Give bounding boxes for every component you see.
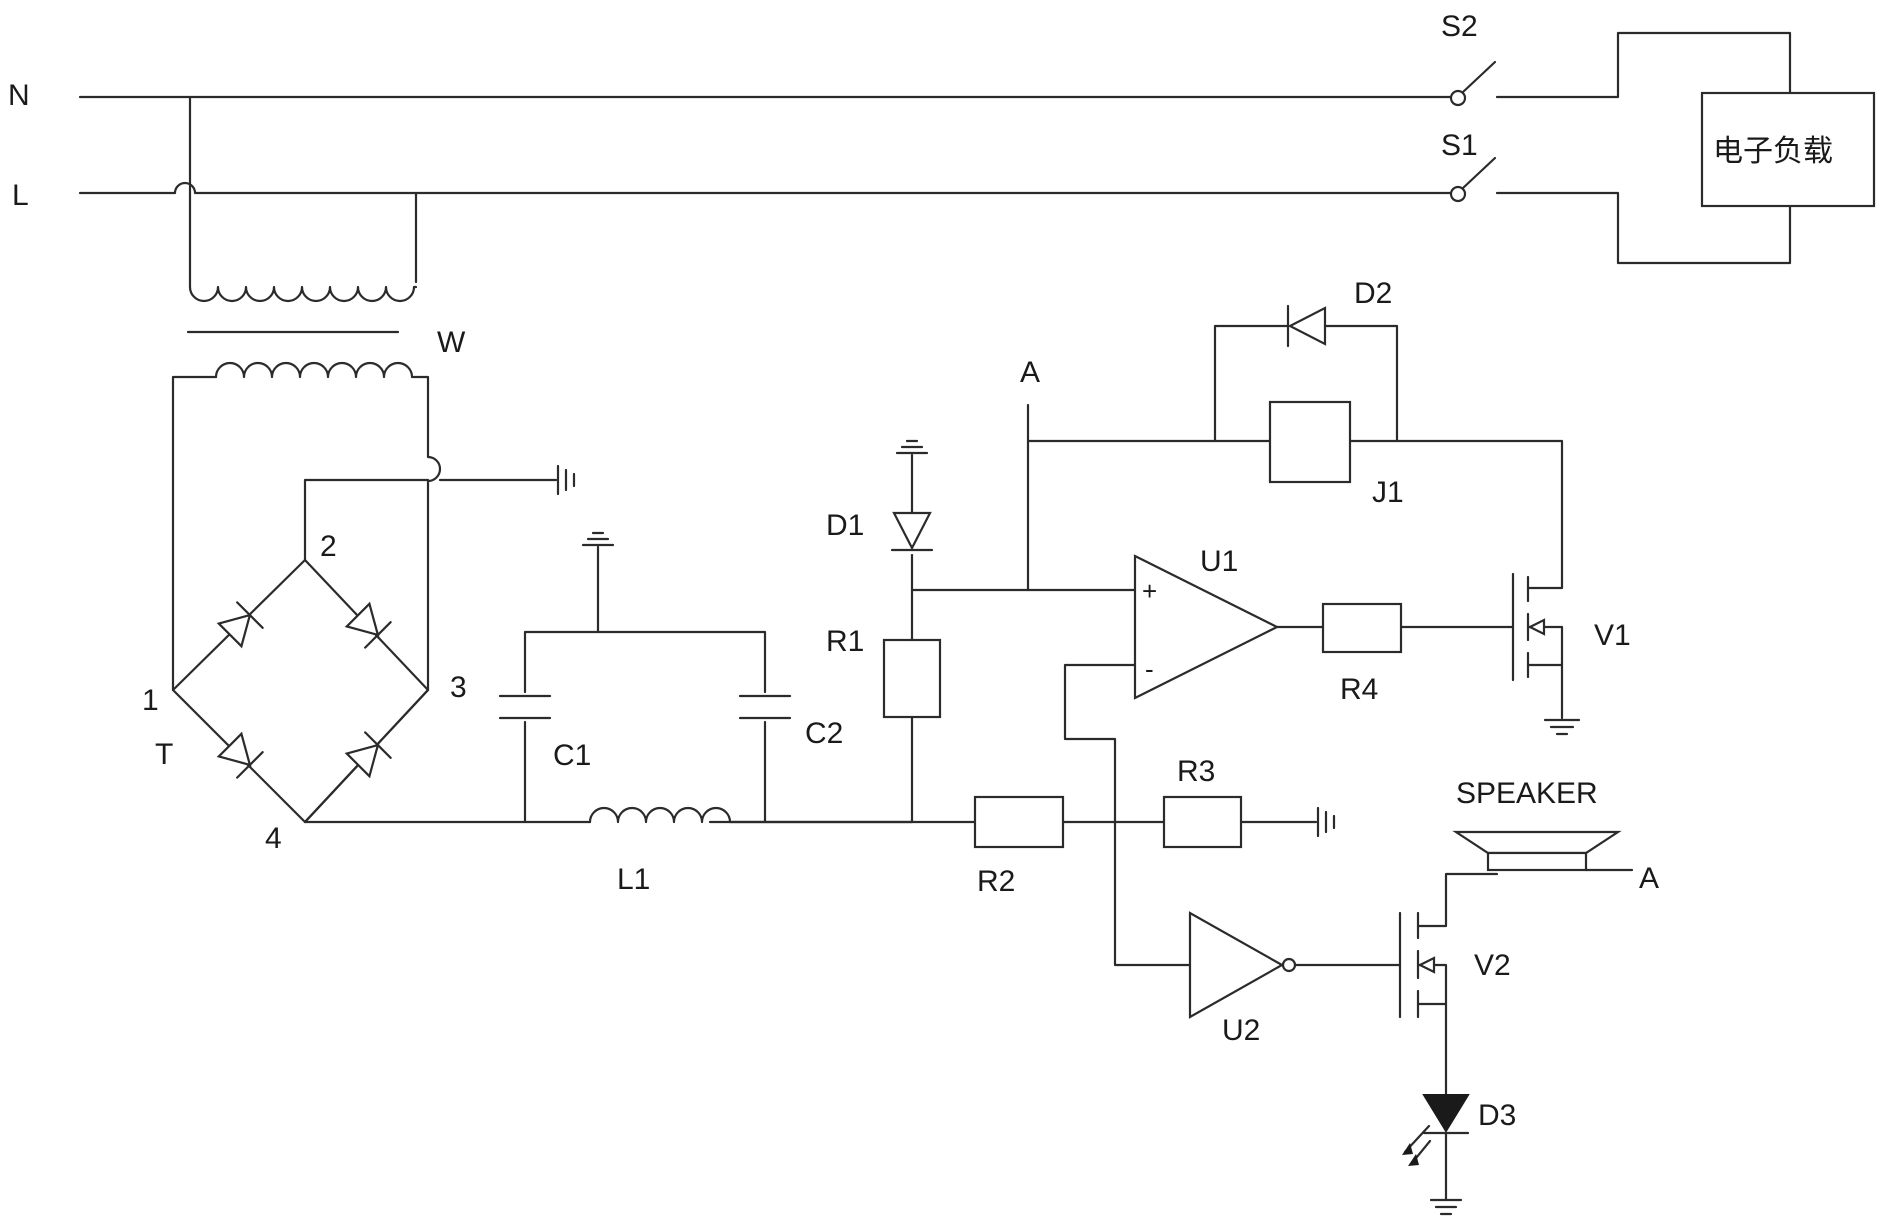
label-u2: U2 — [1222, 1014, 1260, 1047]
label-j1: J1 — [1372, 476, 1404, 509]
label-r1: R1 — [826, 625, 864, 658]
label-v2: V2 — [1474, 949, 1511, 982]
label-r3: R3 — [1177, 755, 1215, 788]
label-node-4: 4 — [265, 822, 282, 855]
label-t: T — [155, 738, 173, 771]
mosfet-v1 — [1513, 574, 1579, 734]
mains-n-line — [80, 33, 1790, 120]
label-u1: U1 — [1200, 545, 1238, 578]
label-plus: + — [1142, 576, 1157, 606]
r2-r3 — [975, 797, 1334, 847]
label-n: N — [8, 79, 30, 112]
mains-l-line — [80, 158, 1790, 263]
label-l1: L1 — [617, 863, 650, 896]
label-s2: S2 — [1441, 10, 1478, 43]
label-s1: S1 — [1441, 129, 1478, 162]
label-minus: - — [1145, 654, 1154, 684]
label-node-3: 3 — [450, 671, 467, 704]
inverter-u2 — [1190, 913, 1400, 1017]
transformer-w — [173, 97, 440, 822]
label-c2: C2 — [805, 717, 843, 750]
ground-symbol — [558, 466, 574, 494]
label-a-right: A — [1639, 862, 1659, 895]
label-node-2: 2 — [320, 530, 337, 563]
label-d3: D3 — [1478, 1099, 1516, 1132]
label-load: 电子负载 — [1713, 134, 1833, 169]
filter-network — [305, 533, 975, 822]
label-r4: R4 — [1340, 673, 1378, 706]
label-d2: D2 — [1354, 277, 1392, 310]
label-node-1: 1 — [142, 684, 159, 717]
bridge-rectifier — [173, 560, 428, 822]
mosfet-v2 — [1400, 874, 1497, 1097]
label-d1: D1 — [826, 509, 864, 542]
label-c1: C1 — [553, 739, 591, 772]
label-v1: V1 — [1594, 619, 1631, 652]
relay-branch — [1028, 306, 1562, 590]
led-d3 — [1402, 1095, 1468, 1214]
label-speaker: SPEAKER — [1456, 777, 1598, 810]
speaker — [1456, 832, 1632, 870]
d1-r1-branch — [884, 441, 1135, 822]
label-l: L — [12, 179, 29, 212]
label-r2: R2 — [977, 865, 1015, 898]
label-a-top: A — [1020, 356, 1040, 389]
label-w: W — [437, 326, 466, 359]
